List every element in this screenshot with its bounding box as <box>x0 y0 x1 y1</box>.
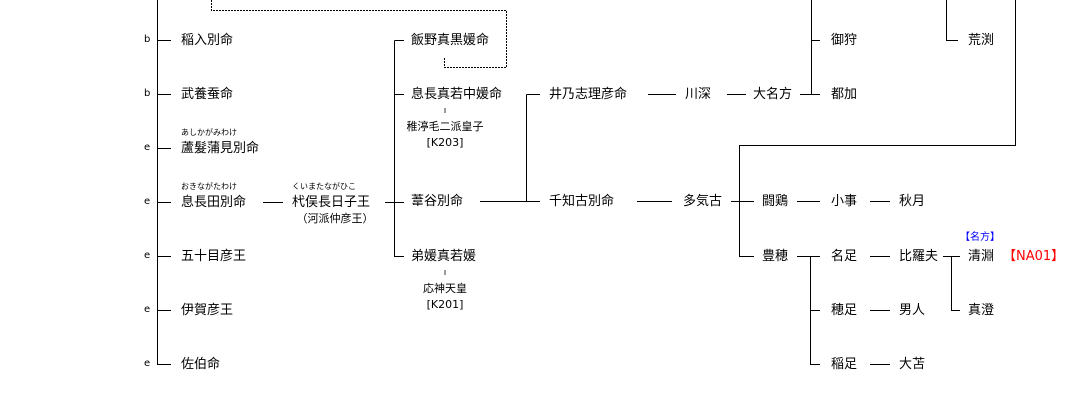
person-node[interactable]: 伊賀彦王 <box>181 303 234 318</box>
person-node[interactable]: 都加 <box>831 87 858 102</box>
alias-tag[interactable]: 【名方】 <box>960 232 1000 243</box>
person-node[interactable]: 稲入別命 <box>181 33 234 48</box>
daughters-spine <box>394 40 404 257</box>
person-node[interactable]: 蘆髮蒲見別命 <box>181 141 260 156</box>
person-node[interactable]: 穂足 <box>831 303 858 318</box>
person-node[interactable]: 杙俣長日子王 <box>292 195 371 210</box>
person-node[interactable]: 比羅夫 <box>899 249 939 264</box>
person-node[interactable]: 豊穂 <box>762 249 789 264</box>
person-node[interactable]: 佐伯命 <box>181 357 221 372</box>
person-node[interactable]: 井乃志理彦命 <box>549 87 628 102</box>
marker: b <box>144 34 151 45</box>
person-node[interactable]: 清淵 <box>968 249 995 264</box>
arabuchi-spine <box>946 0 958 41</box>
marker: e <box>144 142 151 153</box>
marker: e <box>144 196 151 207</box>
ruby-reading: おきながたわけ <box>181 182 237 191</box>
person-node[interactable]: 荒渕 <box>968 33 995 48</box>
hirafu-spine <box>951 256 960 311</box>
ruby-reading: あしかがみわけ <box>181 128 237 137</box>
spouse-code[interactable]: [K201] <box>426 298 464 311</box>
person-node[interactable]: 小事 <box>831 194 858 209</box>
marriage-mark: ı <box>443 106 447 116</box>
spouse-code[interactable]: [K203] <box>426 136 464 149</box>
spouse-name[interactable]: 応神天皇 <box>423 282 467 295</box>
toyoho-spine <box>810 256 820 365</box>
person-node[interactable]: 弟媛真若媛 <box>411 249 477 264</box>
person-node[interactable]: 男人 <box>899 303 926 318</box>
spouse-name[interactable]: 稚渟毛二派皇子 <box>406 120 484 133</box>
alias-name: （河派仲彦王） <box>296 212 374 225</box>
marriage-mark: ı <box>443 268 447 278</box>
person-node[interactable]: 飯野真黒媛命 <box>411 33 490 48</box>
person-node[interactable]: 五十目彦王 <box>181 249 247 264</box>
takeko-spine <box>739 0 1016 257</box>
person-node[interactable]: 秋月 <box>899 194 926 209</box>
person-node[interactable]: 武養蚕命 <box>181 87 234 102</box>
person-node[interactable]: 御狩 <box>831 33 858 48</box>
person-node[interactable]: 息長真若中媛命 <box>411 87 503 102</box>
person-node[interactable]: 多気古 <box>683 194 723 209</box>
person-node[interactable]: 川深 <box>685 87 712 102</box>
person-node[interactable]: 大名方 <box>753 87 793 102</box>
person-node[interactable]: 闘鶏 <box>762 194 789 209</box>
marker: e <box>144 358 151 369</box>
marker: e <box>144 304 151 315</box>
marker: e <box>144 250 151 261</box>
code-tag[interactable]: 【NA01】 <box>1003 249 1065 264</box>
person-node[interactable]: 名足 <box>831 249 858 264</box>
marker: b <box>144 88 151 99</box>
person-node[interactable]: 真澄 <box>968 303 995 318</box>
person-node[interactable]: 息長田別命 <box>181 195 247 210</box>
left-spine <box>157 0 171 365</box>
ruby-reading: くいまたながひこ <box>292 182 356 191</box>
person-node[interactable]: 千知古別命 <box>549 194 615 209</box>
person-node[interactable]: 大苫 <box>899 357 926 372</box>
person-node[interactable]: 葦谷別命 <box>411 194 464 209</box>
person-node[interactable]: 稲足 <box>831 357 858 372</box>
dashed-link <box>211 0 507 68</box>
